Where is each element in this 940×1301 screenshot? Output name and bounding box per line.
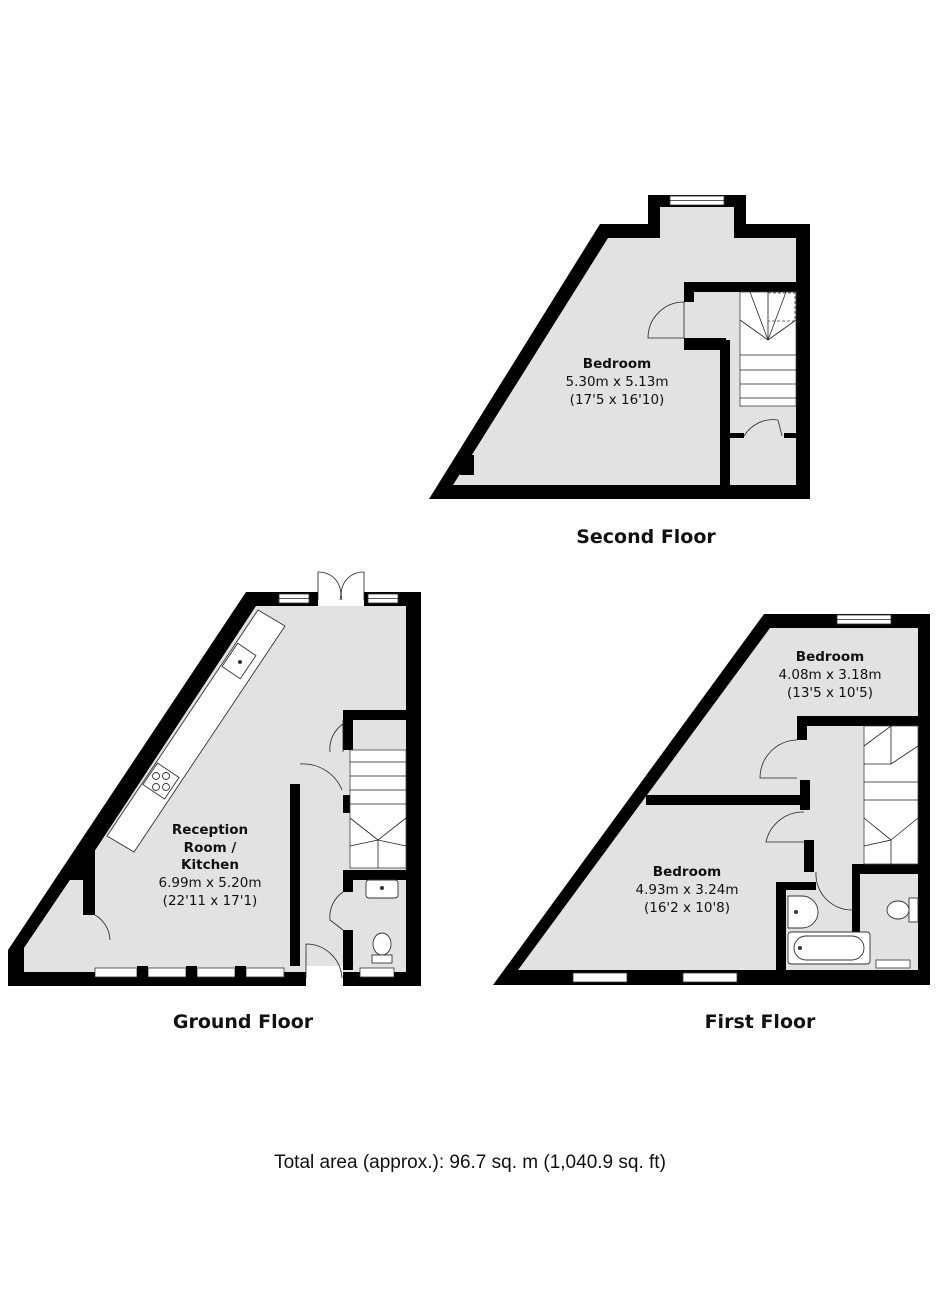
ground-floor-label: Ground Floor — [173, 1011, 314, 1033]
kitchen-hob — [142, 762, 180, 800]
reception-room-name-3: Kitchen — [181, 857, 239, 873]
ground-floor-window-bottom-4 — [245, 967, 285, 978]
first-floor-window-bottom-left — [572, 972, 628, 983]
reception-room-name-1: Reception — [172, 822, 248, 838]
first-floor-bedroom1-metric: 4.08m x 3.18m — [779, 667, 882, 683]
second-floor-stair-wall-left2 — [684, 338, 726, 350]
second-floor-cupboard-door-swing — [743, 419, 779, 437]
ground-floor-cupboard-door — [329, 720, 344, 753]
first-floor-bedroom1-imperial: (13'5 x 10'5) — [787, 685, 873, 701]
ground-floor-wc-door — [329, 891, 344, 931]
total-area-text: Total area (approx.): 96.7 sq. m (1,040.… — [274, 1152, 666, 1173]
ground-floor-interior — [24, 606, 406, 972]
reception-room-name-2: Room / — [184, 840, 237, 856]
ground-floor-kitchen-door-left — [94, 914, 111, 941]
first-floor-window-bottom-right — [682, 972, 738, 983]
first-floor-basin — [787, 895, 819, 929]
second-floor-bedroom-imperial: (17'5 x 16'10) — [570, 392, 665, 408]
second-floor-plan: Bedroom 5.30m x 5.13m (17'5 x 16'10) — [429, 195, 810, 499]
second-floor-staircase — [739, 291, 797, 407]
reception-room-imperial: (22'11 x 17'1) — [163, 893, 258, 909]
second-floor-stair-wall-top — [684, 282, 797, 292]
ground-floor-french-door — [317, 571, 365, 601]
first-floor-label: First Floor — [705, 1011, 816, 1033]
ground-floor-window-bottom-3 — [196, 967, 236, 978]
ground-floor-plan: Reception Room / Kitchen 6.99m x 5.20m (… — [8, 571, 421, 986]
second-floor-label: Second Floor — [576, 526, 716, 548]
second-floor-bedroom-metric: 5.30m x 5.13m — [566, 374, 669, 390]
first-floor-plan: Bedroom 4.08m x 3.18m (13'5 x 10'5) Bedr… — [493, 614, 930, 985]
ground-floor-front-door — [305, 943, 343, 979]
first-floor-bedroom2-metric: 4.93m x 3.24m — [636, 882, 739, 898]
first-floor-stair-wall-top — [797, 716, 919, 726]
first-floor-bedroom2-door — [765, 811, 805, 843]
ground-floor-window-bottom-2 — [147, 967, 187, 978]
ground-floor-hall-wall-right — [343, 710, 353, 750]
first-floor-bathroom-door — [815, 871, 853, 911]
second-floor-interior — [453, 207, 796, 485]
first-floor-bedroom2-imperial: (16'2 x 10'8) — [644, 900, 730, 916]
first-floor-bedroom1-name: Bedroom — [796, 649, 864, 665]
second-floor-cupboard-wall-r — [784, 433, 796, 438]
first-floor-bedroom1-door — [759, 739, 798, 779]
second-floor-chimney — [460, 455, 474, 475]
first-floor-window-bath — [875, 959, 911, 969]
second-floor-cupboard-wall — [730, 433, 744, 438]
ground-floor-chimney — [70, 840, 95, 915]
first-floor-bedroom2-name: Bedroom — [653, 864, 721, 880]
second-floor-bedroom-name: Bedroom — [583, 356, 651, 372]
ground-floor-hall-wall — [290, 784, 300, 966]
ground-floor-window-bottom-1 — [94, 967, 138, 978]
first-floor-toilet — [886, 897, 919, 923]
reception-room-metric: 6.99m x 5.20m — [159, 875, 262, 891]
second-floor-stair-wall-inner — [720, 340, 730, 488]
ground-floor-hall-door — [299, 763, 343, 791]
wc-toilet — [371, 932, 393, 964]
first-floor-bath — [787, 931, 871, 965]
second-floor-door-swing — [647, 301, 685, 339]
first-floor-staircase — [863, 725, 919, 865]
first-floor-bedroom-partition — [646, 795, 808, 805]
ground-floor-staircase — [349, 749, 407, 869]
second-floor-stair-wall-left — [684, 282, 694, 302]
ground-floor-window-wc — [359, 967, 395, 978]
